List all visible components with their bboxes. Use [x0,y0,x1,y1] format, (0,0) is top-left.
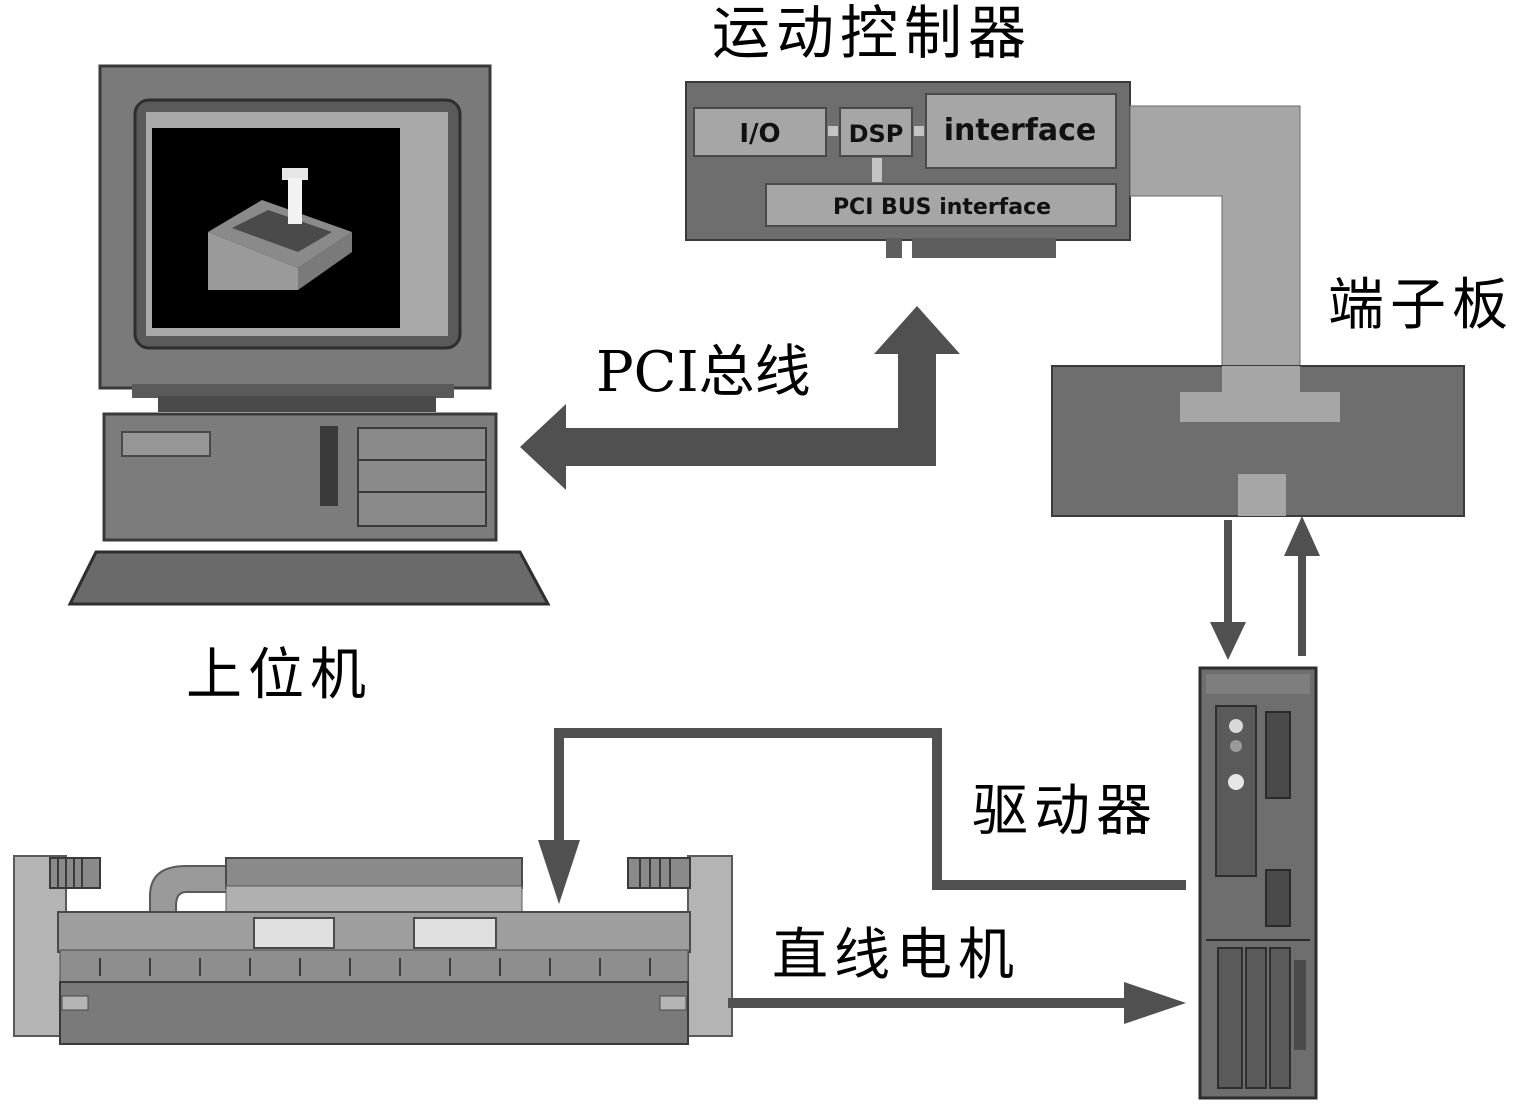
motion-controller-label: 运动控制器 [712,0,1033,67]
driver-slot-1 [1265,711,1291,799]
dsp-block [839,107,913,157]
terminal-board [1051,365,1465,517]
motor-carriage-top [225,857,523,889]
driver-led-2 [1230,740,1242,752]
linear-motor-label: 直线电机 [772,923,1020,988]
terminal-board-label: 端子板 [1328,273,1514,338]
interface-block [925,93,1117,169]
interface-label: interface [944,113,1097,148]
driver-led-1 [1229,719,1243,733]
cad-model-icon [208,168,352,290]
pci-bus-interface-label: PCI BUS interface [833,195,1051,220]
pci-bus-label: PCI总线 [596,340,811,405]
card-notch [886,238,902,258]
case-button [320,426,338,506]
motor-end-bracket-right [687,855,733,1037]
pci-bus-interface-block [765,183,1117,227]
card-edge-connector [912,238,1056,258]
pci-bus-arrow [520,306,960,490]
driver-led-3 [1228,774,1244,790]
ribbon-cable [1129,105,1301,393]
io-label: I/O [739,119,780,149]
driver-panel [1215,705,1257,877]
host-computer [67,64,551,606]
terminal-board-connector-bottom [1238,474,1286,516]
host-computer-label: 上位机 [186,643,372,708]
motor-to-driver-arrow [728,982,1186,1024]
monitor-stand-base [158,396,436,412]
drive-bay-3 [357,491,487,527]
terminal-to-driver-arrow [1210,520,1246,660]
drive-bay-1 [357,427,487,461]
motor-rail [57,911,691,953]
ribbon-cable-link [1222,366,1300,396]
motor-carriage-window-right [413,917,497,949]
driver-to-motor-arrow [538,728,1186,904]
terminal-board-connector-top [1180,392,1340,422]
driver-slot-2 [1265,869,1291,927]
driver-label: 驱动器 [972,779,1158,844]
io-block [693,107,827,157]
linear-motor [13,855,733,1045]
case-slot [121,431,211,457]
motor-cable-chain [149,865,231,917]
driver-to-terminal-arrow [1284,516,1320,656]
drive-bay-2 [357,459,487,493]
keyboard [67,550,551,606]
motor-base [59,981,689,1045]
motor-carriage-window-left [253,917,335,949]
servo-driver [1198,666,1318,1100]
motion-controller-card: I/O DSP interface PCI BUS interface [685,81,1131,258]
dsp-label: DSP [849,120,904,148]
monitor-stand [132,384,454,398]
